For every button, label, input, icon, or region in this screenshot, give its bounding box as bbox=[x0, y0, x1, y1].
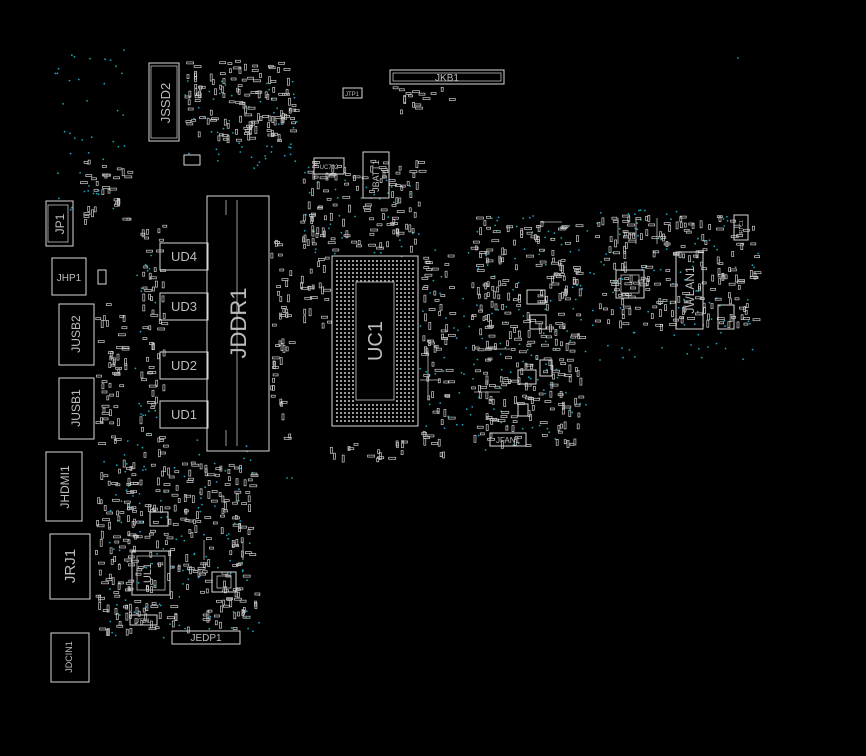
connector-jddr1[interactable]: JDDR1 bbox=[206, 195, 270, 452]
connector-jusb1[interactable]: JUSB1 bbox=[58, 377, 95, 440]
connector-jfan1[interactable]: JFAN1 bbox=[489, 432, 527, 447]
jhdmi1-label: JHDMI1 bbox=[58, 465, 72, 509]
chip-uc702[interactable]: UC702 bbox=[313, 157, 345, 175]
jrj1-label: JRJ1 bbox=[62, 549, 79, 583]
connector-jkb1[interactable]: JKB1 bbox=[389, 69, 505, 85]
jusb1-label: JUSB1 bbox=[69, 389, 83, 427]
connector-jedp1[interactable]: JEDP1 bbox=[171, 630, 241, 645]
jssd2-label: JSSD2 bbox=[158, 83, 173, 123]
connector-jtb1[interactable]: JTB1 bbox=[129, 614, 158, 626]
connector-jtp1[interactable]: JTP1 bbox=[342, 87, 363, 99]
jbatt1-label: JBATT1 bbox=[371, 160, 381, 192]
misc-ics bbox=[97, 154, 735, 593]
smd-pad-field bbox=[80, 59, 762, 636]
jtp1-label: JTP1 bbox=[345, 92, 360, 98]
ud1-label: UD1 bbox=[171, 407, 197, 422]
connector-jp1[interactable]: JP1 bbox=[45, 200, 74, 247]
jrtc1-label: JRTC1 bbox=[739, 220, 745, 236]
jdcin1-label: JDCIN1 bbox=[64, 641, 74, 673]
jtb1-label: JTB1 bbox=[136, 619, 151, 625]
jwlan1-label: JWLAN1 bbox=[683, 266, 697, 314]
jusb2-label: JUSB2 bbox=[69, 315, 83, 353]
jfan1-label: JFAN1 bbox=[496, 436, 521, 445]
connector-jssd2[interactable]: JSSD2 bbox=[148, 62, 180, 142]
connector-jdcin1[interactable]: JDCIN1 bbox=[50, 632, 90, 683]
jedp1-label: JEDP1 bbox=[190, 633, 222, 644]
uc1-label: UC1 bbox=[365, 321, 387, 361]
jp1-label: JP1 bbox=[53, 213, 67, 234]
chip-ud2[interactable]: UD2 bbox=[159, 351, 209, 380]
jddr1-label: JDDR1 bbox=[226, 288, 251, 359]
jkb1-label: JKB1 bbox=[435, 73, 459, 84]
connector-jrtc1[interactable]: JRTC1 bbox=[733, 214, 749, 241]
chip-ul1[interactable]: UL1 bbox=[131, 550, 171, 596]
connector-jusb2[interactable]: JUSB2 bbox=[58, 303, 95, 366]
connector-jhp1[interactable]: JHP1 bbox=[51, 257, 87, 296]
chip-ud4[interactable]: UD4 bbox=[159, 242, 209, 271]
ul1-label: UL1 bbox=[142, 563, 154, 583]
connector-jbatt1[interactable]: JBATT1 bbox=[362, 151, 390, 199]
uc1-bga-grid bbox=[336, 260, 414, 422]
uc702-label: UC702 bbox=[320, 165, 339, 171]
chip-ud1[interactable]: UD1 bbox=[159, 400, 209, 429]
connector-jhdmi1[interactable]: JHDMI1 bbox=[45, 451, 83, 522]
connector-jwlan1[interactable]: JWLAN1 bbox=[675, 251, 704, 330]
ud2-label: UD2 bbox=[171, 358, 197, 373]
connector-jrj1[interactable]: JRJ1 bbox=[49, 533, 91, 600]
jhp1-label: JHP1 bbox=[57, 273, 82, 284]
ud3-label: UD3 bbox=[171, 299, 197, 314]
ud4-label: UD4 bbox=[171, 249, 197, 264]
chip-ud3[interactable]: UD3 bbox=[159, 292, 209, 321]
chip-uc1[interactable]: UC1 bbox=[331, 255, 419, 427]
